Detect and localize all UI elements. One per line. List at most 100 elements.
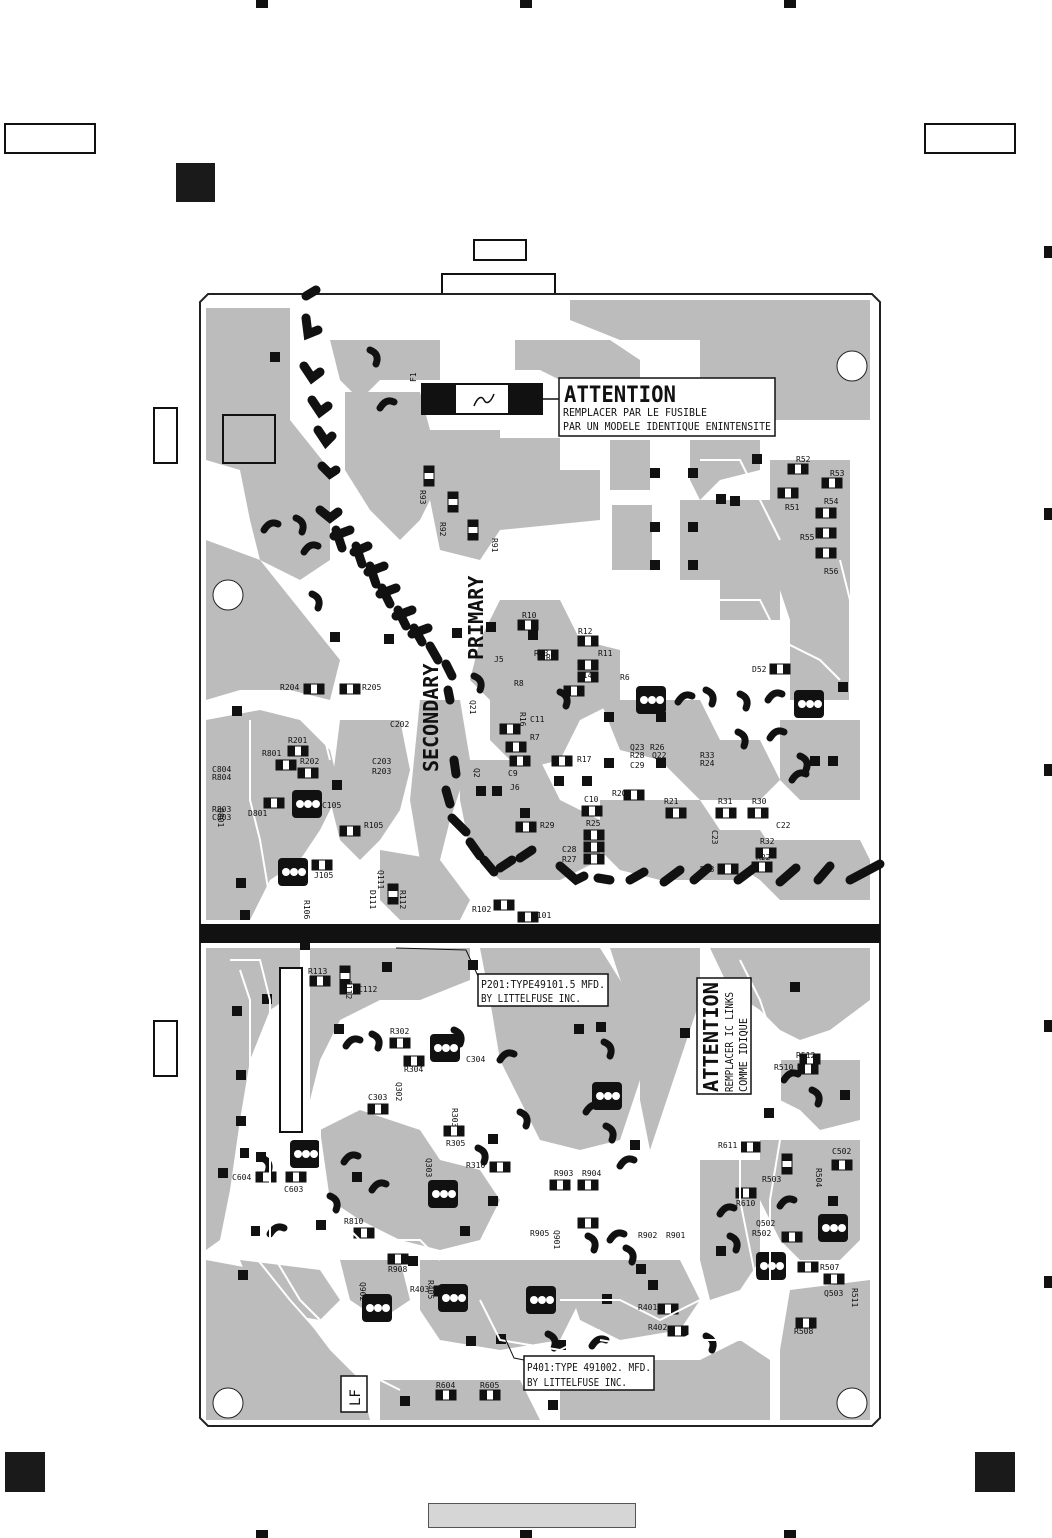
component-ref-label: R502 (752, 1229, 771, 1238)
lf-marking: LF (340, 1375, 368, 1413)
chip-footprint (831, 1159, 853, 1171)
component-ref-label: R803 (212, 805, 231, 814)
component-ref-label: Q23 (630, 743, 645, 752)
pad-arc (602, 1122, 617, 1144)
solder-pad (486, 622, 496, 632)
component-ref-label: R604 (436, 1381, 455, 1390)
component-ref-label: R310 (466, 1161, 485, 1170)
transistor-footprint (794, 690, 824, 718)
component-ref-label: R29 (540, 821, 555, 830)
chip-footprint (781, 1231, 803, 1243)
solder-pad (352, 1172, 362, 1182)
chip-footprint (747, 807, 769, 819)
signal-trace (249, 720, 271, 901)
component-ref-label: R11 (598, 649, 613, 658)
component-ref-label: R401 (638, 1303, 657, 1312)
component-ref-label: R605 (480, 1381, 499, 1390)
component-ref-label: D111 (368, 890, 377, 909)
solder-pad (650, 468, 660, 478)
solder-pad (262, 994, 272, 1004)
copper-areas (206, 300, 870, 1420)
chip-footprint (657, 1303, 679, 1315)
pad-arc (584, 1232, 599, 1254)
attention-box-bottom: ATTENTION REMPLACER IC LINKS COMME IDIQU… (696, 977, 752, 1095)
chip-footprint (815, 547, 837, 559)
solder-pad (650, 560, 660, 570)
chip-footprint (443, 1125, 465, 1137)
pad-arc (796, 752, 811, 774)
component-ref-label: Q902 (358, 1282, 367, 1301)
solder-pad (452, 628, 462, 638)
chip-footprint (303, 683, 325, 695)
p401-note-line1: P401:TYPE 491002. MFD. (527, 1361, 651, 1374)
component-ref-label: R405 (426, 1280, 435, 1299)
p401-note-line2: BY LITTELFUSE INC. (527, 1376, 627, 1389)
component-ref-label: Q111 (376, 870, 385, 889)
lf-mark-text: LF (348, 1389, 364, 1406)
component-ref-label: C803 (212, 813, 231, 822)
component-ref-label: J105 (314, 871, 333, 880)
component-ref-label: R303 (450, 1108, 459, 1127)
chip-footprint (255, 1171, 277, 1183)
solder-pad (554, 776, 564, 786)
chip-footprint (583, 853, 605, 865)
solder-pad (316, 1220, 326, 1230)
pad-arc (496, 1049, 518, 1064)
component-ref-label: C804 (212, 765, 231, 774)
pad-arc (702, 686, 717, 708)
transistor-footprint (438, 1284, 468, 1312)
pad-arc (726, 1232, 741, 1254)
chip-footprint (339, 825, 361, 837)
pad-arc (544, 1330, 559, 1352)
signal-trace (839, 559, 851, 700)
component-ref-label: R56 (824, 567, 839, 576)
p401-note: P401:TYPE 491002. MFD. BY LITTELFUSE INC… (503, 1335, 655, 1391)
chip-footprint (715, 807, 737, 819)
chip-footprint (797, 1261, 819, 1273)
chip-footprint (583, 841, 605, 853)
secondary-label: SECONDARY (419, 664, 443, 772)
p201-note: P201:TYPE49101.5 MFD. BY LITTELFUSE INC. (395, 947, 609, 1007)
pad-arc (474, 1144, 489, 1166)
component-ref-label: R113 (308, 967, 327, 976)
signal-trace (479, 1299, 601, 1352)
component-ref-label: R112 (398, 890, 407, 909)
component-ref-label: J6 (510, 783, 520, 792)
component-ref-label: R10 (522, 611, 537, 620)
component-ref-label: R93 (418, 490, 427, 505)
component-ref-label: R14 (578, 671, 593, 680)
component-ref-label: R8 (514, 679, 524, 688)
component-ref-label: R101 (532, 911, 551, 920)
chip-footprint (309, 975, 331, 987)
solder-pad (232, 1006, 242, 1016)
attention-bottom-line2: COMME IDIQUE (737, 1018, 750, 1092)
pad-arc (734, 728, 749, 750)
component-ref-label: R30 (752, 797, 767, 806)
component-ref-label: Q801 (216, 808, 225, 827)
component-ref-label: R810 (344, 1217, 363, 1226)
corner-marker-bottom-right (975, 1452, 1015, 1492)
chip-footprint (787, 463, 809, 475)
component-ref-label: R31 (718, 797, 733, 806)
component-footprints (230, 459, 853, 1401)
component-ref-label: R51 (785, 503, 800, 512)
pad-arc (368, 1179, 390, 1194)
pad-arc (616, 1155, 638, 1170)
solder-pad (384, 634, 394, 644)
chip-footprint (387, 1253, 409, 1265)
solder-pad (730, 496, 740, 506)
chip-footprint (311, 859, 333, 871)
pad-arc (736, 690, 751, 712)
transistor-footprint (362, 1294, 392, 1322)
pad-arc (808, 1086, 823, 1108)
chip-footprint (739, 1141, 761, 1153)
component-ref-label: R804 (212, 773, 231, 782)
pad-arc (716, 1203, 738, 1218)
solder-pad (466, 1336, 476, 1346)
component-ref-label: Q901 (552, 1230, 561, 1249)
chip-footprint (583, 829, 605, 841)
solder-pad (382, 962, 392, 972)
pad-arc (368, 1030, 383, 1052)
fuse-f1 (421, 383, 543, 415)
solder-pad (238, 1270, 248, 1280)
